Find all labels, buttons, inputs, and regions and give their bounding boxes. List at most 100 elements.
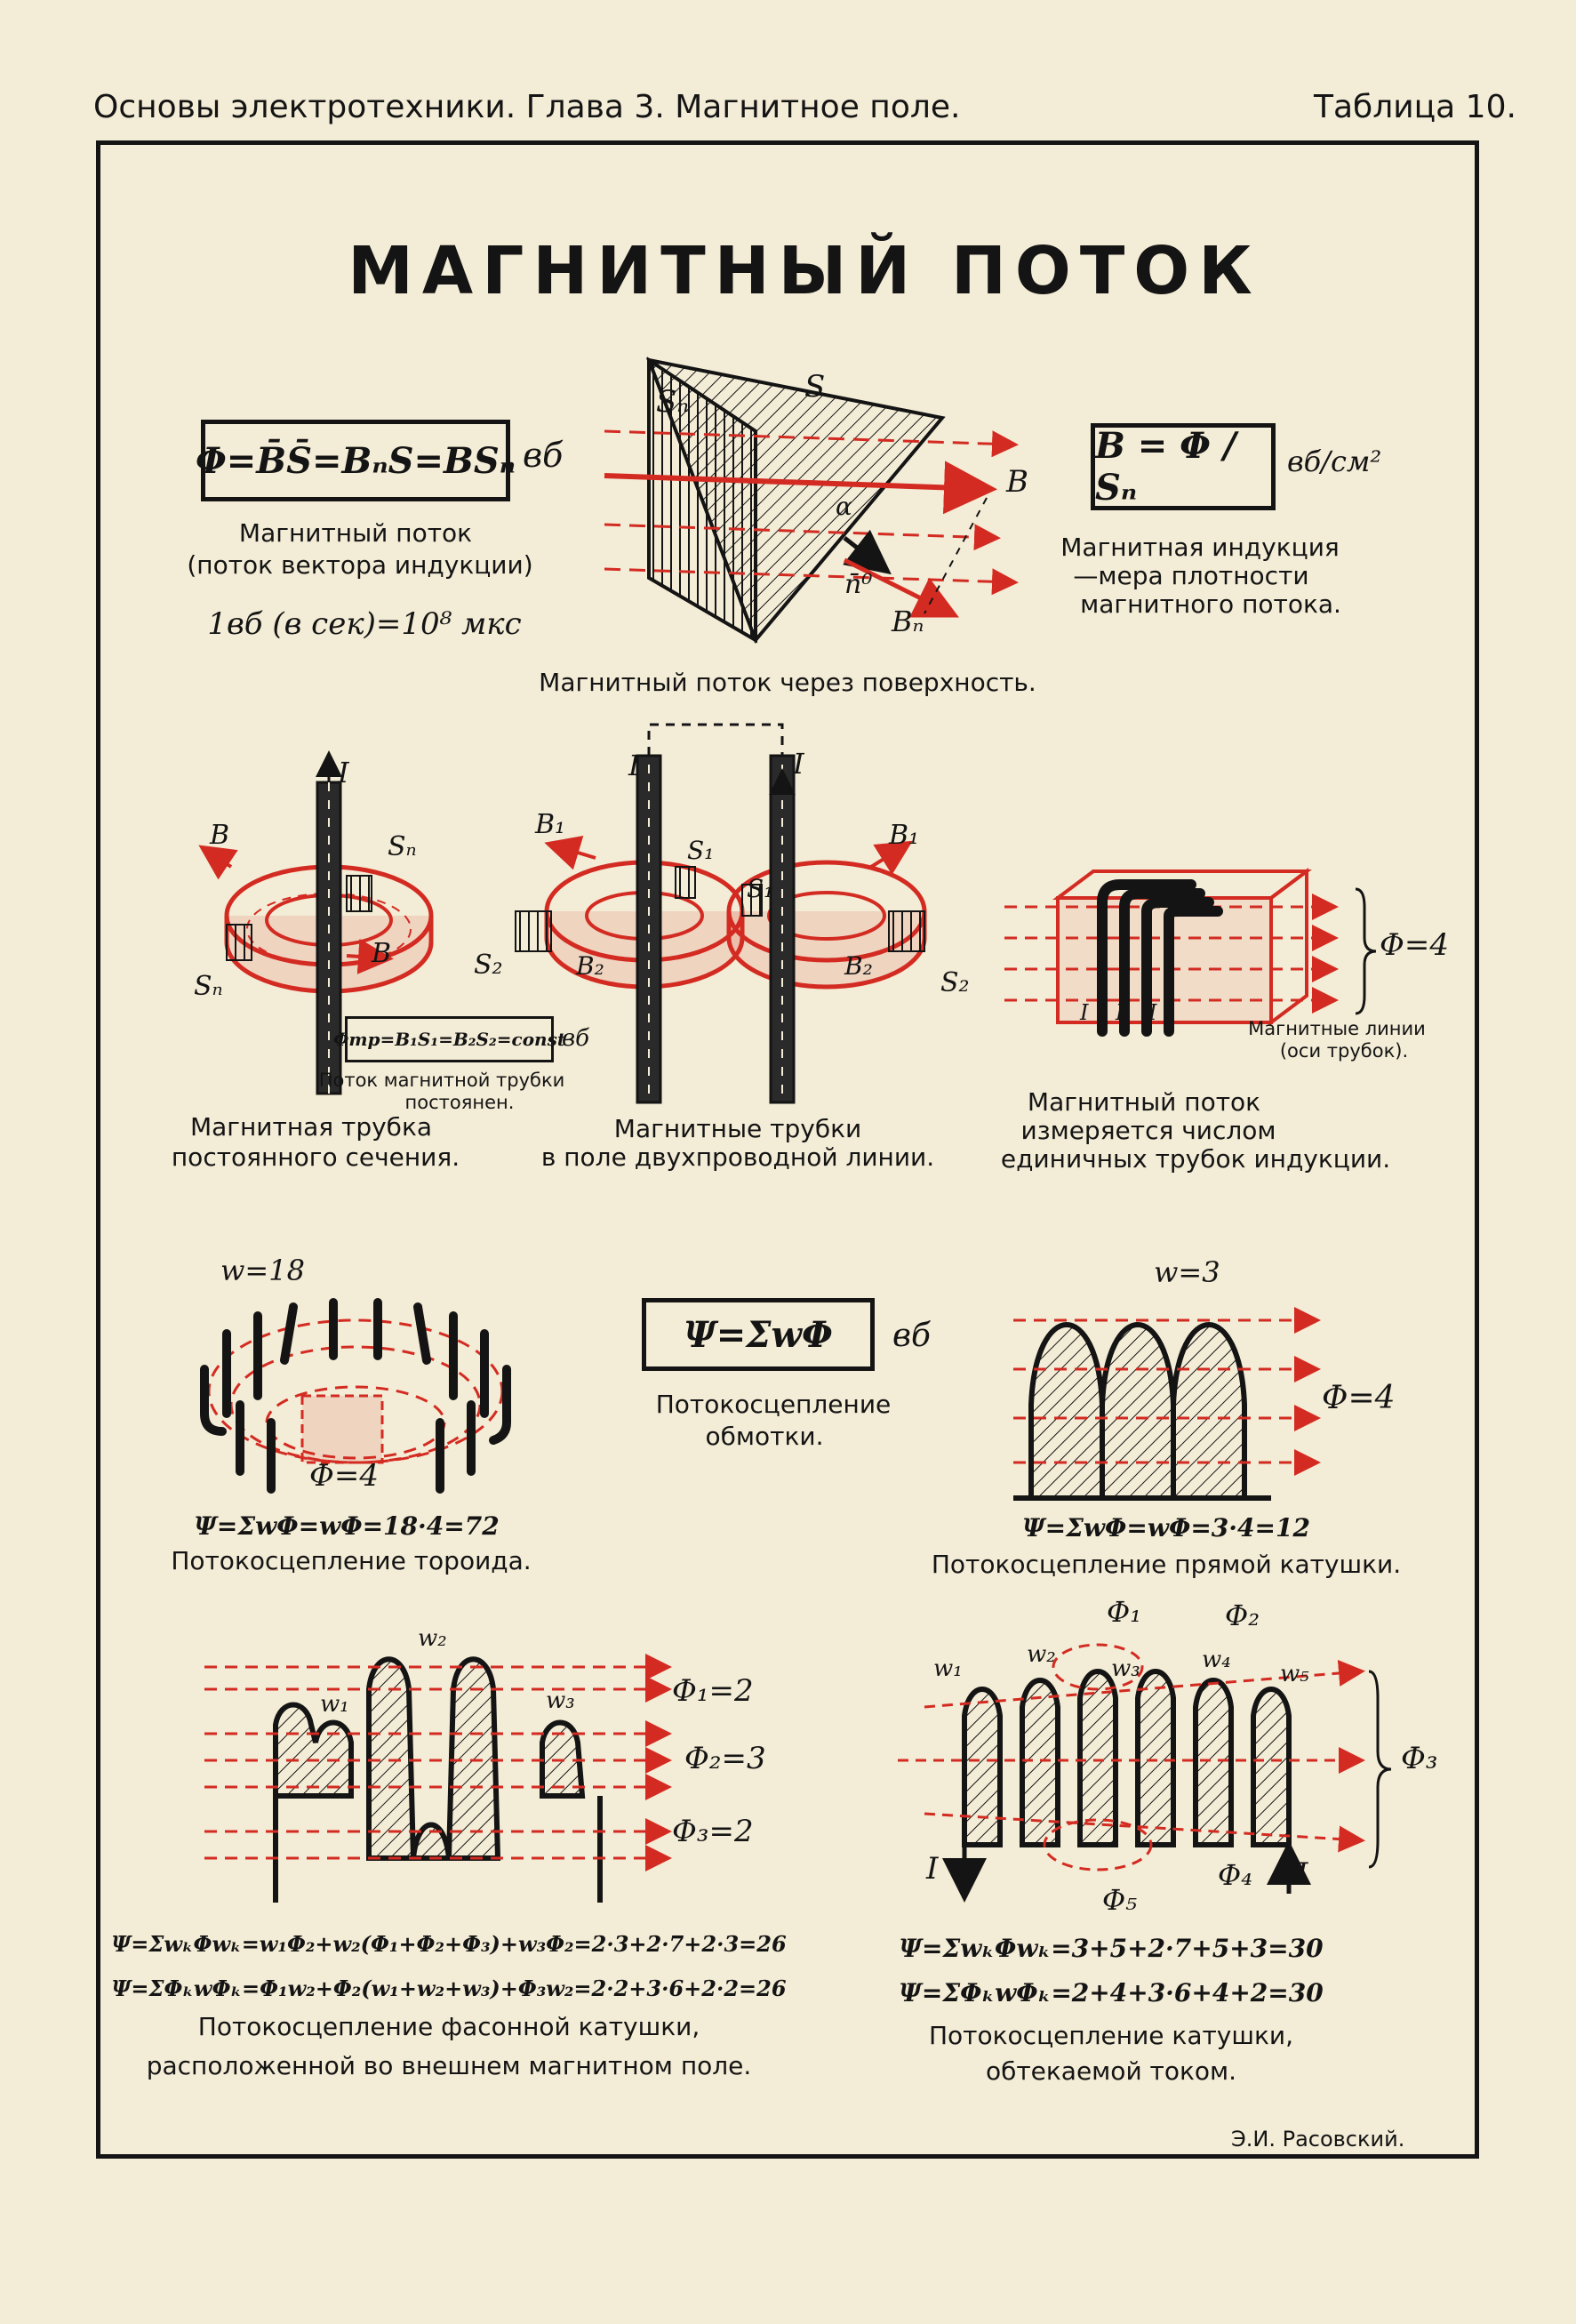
shaped-caption-1: Потокосцепление фасонной катушки, bbox=[197, 2012, 700, 2041]
shaped-formula-1: Ψ=ΣwₖΦwₖ=w₁Φ₂+w₂(Φ₁+Φ₂+Φ₃)+w₃Φ₂=2·3+2·7+… bbox=[111, 1931, 787, 1957]
tube-label-sn-top: Sₙ bbox=[388, 831, 417, 862]
unittubes-caption-2: измеряется числом bbox=[1020, 1116, 1276, 1145]
twowire-label-b2-left: B₂ bbox=[576, 951, 604, 981]
unittubes-caption-3: единичных трубок индукции. bbox=[1000, 1144, 1391, 1174]
surface-label-alpha: α bbox=[836, 492, 852, 521]
unittubes-label-i-2: I bbox=[1116, 1000, 1124, 1025]
induction-unit: вб/см² bbox=[1287, 445, 1382, 478]
current-formula-2: Ψ=ΣΦₖwΦₖ=2+4+3·6+4+2=30 bbox=[899, 1978, 1324, 2007]
twowire-label-i-left: I bbox=[628, 749, 640, 782]
current-figure bbox=[898, 1643, 1392, 1903]
tube-figure bbox=[198, 750, 434, 1095]
flux-caption-1: Магнитный поток bbox=[238, 518, 473, 548]
author-signature: Э.И. Расовский. bbox=[1231, 2127, 1405, 2152]
tube-label-i: I bbox=[338, 756, 349, 789]
twowire-caption-1: Магнитные трубки bbox=[613, 1114, 862, 1143]
current-label-phi5: Φ₅ bbox=[1102, 1883, 1138, 1917]
shaped-label-w3: w₃ bbox=[546, 1687, 575, 1714]
current-label-phi2: Φ₂ bbox=[1225, 1599, 1260, 1632]
shaped-label-phi2: Φ₂=3 bbox=[684, 1741, 766, 1776]
linkage-formula: Ψ=ΣwΦ bbox=[684, 1313, 833, 1356]
shaped-caption-2: расположенной во внешнем магнитном поле. bbox=[146, 2051, 752, 2080]
current-label-w5: w₅ bbox=[1280, 1661, 1309, 1687]
flux-relation: 1вб (в сек)=10⁸ мкс bbox=[207, 606, 522, 642]
linkage-caption-1: Потокосцепление bbox=[655, 1390, 892, 1419]
straight-label-phi: Φ=4 bbox=[1322, 1380, 1396, 1416]
current-label-i-right: I bbox=[1296, 1856, 1308, 1892]
twowire-label-b1-right: B₁ bbox=[889, 820, 920, 851]
toroid-label-w: w=18 bbox=[220, 1254, 305, 1287]
straight-figure bbox=[1013, 1307, 1321, 1501]
surface-label-n0: n̄⁰ bbox=[844, 569, 873, 600]
unittubes-caption-1: Магнитный поток bbox=[1027, 1087, 1261, 1117]
toroid-formula: Ψ=ΣwΦ=wΦ=18·4=72 bbox=[194, 1511, 500, 1541]
unittubes-label-i-1: I bbox=[1080, 1000, 1089, 1025]
current-label-phi1: Φ₁ bbox=[1107, 1595, 1142, 1629]
unittubes-note-1: Магнитные линии bbox=[1248, 1018, 1426, 1039]
surface-label-b: B bbox=[1006, 464, 1028, 500]
flux-formula-box: Φ=B̄S̄=BₙS=BSₙ bbox=[196, 420, 516, 501]
current-label-phi4: Φ₄ bbox=[1218, 1858, 1253, 1892]
current-label-w2: w₂ bbox=[1027, 1641, 1056, 1668]
linkage-formula-box: Ψ=ΣwΦ bbox=[642, 1298, 875, 1371]
toroid-caption: Потокосцепление тороида. bbox=[171, 1546, 532, 1575]
shaped-label-w2: w₂ bbox=[418, 1625, 447, 1652]
surface-figure bbox=[604, 357, 1019, 644]
tube-formula-box: Φтр=B₁S₁=B₂S₂=const bbox=[333, 1016, 565, 1062]
page-title: МАГНИТНЫЙ ПОТОК bbox=[348, 233, 1261, 309]
induction-caption-1: Магнитная индукция bbox=[1060, 533, 1340, 562]
flux-unit: вб bbox=[523, 436, 564, 475]
current-caption-2: обтекаемой током. bbox=[985, 2056, 1237, 2086]
toroid-label-phi: Φ=4 bbox=[309, 1458, 379, 1494]
current-label-w4: w₄ bbox=[1202, 1647, 1231, 1673]
shaped-formula-2: Ψ=ΣΦₖwΦₖ=Φ₁w₂+Φ₂(w₁+w₂+w₃)+Φ₃w₂=2·2+3·6+… bbox=[111, 1975, 787, 2001]
tube-note-1: Поток магнитной трубки bbox=[318, 1070, 565, 1091]
induction-caption-2: —мера плотности bbox=[1073, 561, 1309, 590]
tube-caption-1: Магнитная трубка bbox=[189, 1112, 433, 1142]
tube-note-2: постоянен. bbox=[404, 1092, 515, 1113]
induction-formula-box: B = Φ / Sₙ bbox=[1091, 423, 1276, 510]
twowire-label-s1-right: S₁ bbox=[747, 874, 774, 903]
header-right: Таблица 10. bbox=[1314, 89, 1516, 125]
header-left: Основы электротехники. Глава 3. Магнитно… bbox=[93, 89, 961, 125]
twowire-label-b1-left: B₁ bbox=[535, 809, 566, 840]
shaped-label-phi1: Φ₁=2 bbox=[672, 1673, 754, 1709]
current-formula-1: Ψ=ΣwₖΦwₖ=3+5+2·7+5+3=30 bbox=[899, 1934, 1324, 1963]
tube-caption-2: постоянного сечения. bbox=[171, 1142, 460, 1172]
induction-formula: B = Φ / Sₙ bbox=[1095, 425, 1236, 509]
twowire-label-s2-right: S₂ bbox=[940, 967, 970, 998]
current-caption-1: Потокосцепление катушки, bbox=[929, 2021, 1293, 2050]
straight-formula: Ψ=ΣwΦ=wΦ=3·4=12 bbox=[1022, 1513, 1310, 1543]
current-label-i-left: I bbox=[926, 1851, 939, 1887]
tube-formula: Φтр=B₁S₁=B₂S₂=const bbox=[332, 1029, 566, 1050]
straight-label-w: w=3 bbox=[1154, 1255, 1220, 1289]
flux-caption-2: (поток вектора индукции) bbox=[187, 550, 533, 580]
shaped-label-w1: w₁ bbox=[320, 1691, 349, 1718]
tube-label-b-lower: B bbox=[372, 938, 392, 969]
shaped-figure bbox=[204, 1654, 672, 1903]
surface-label-bn: Bₙ bbox=[892, 605, 924, 638]
surface-label-sn: Sₙ bbox=[656, 384, 690, 420]
linkage-unit: вб bbox=[892, 1318, 931, 1354]
straight-caption: Потокосцепление прямой катушки. bbox=[931, 1550, 1402, 1579]
twowire-label-s1-left: S₁ bbox=[687, 836, 715, 865]
current-label-phi3: Φ₃ bbox=[1401, 1741, 1438, 1776]
linkage-caption-2: обмотки. bbox=[705, 1422, 824, 1451]
twowire-figure bbox=[515, 723, 927, 1104]
surface-caption: Магнитный поток через поверхность. bbox=[539, 668, 1036, 697]
tube-label-b: B bbox=[210, 820, 230, 851]
shaped-label-phi3: Φ₃=2 bbox=[672, 1814, 754, 1849]
twowire-caption-2: в поле двухпроводной линии. bbox=[540, 1142, 935, 1172]
unittubes-label-i-3: I bbox=[1148, 1000, 1157, 1025]
current-label-w1: w₁ bbox=[933, 1655, 963, 1682]
twowire-label-i-right: I bbox=[793, 747, 804, 781]
flux-formula: Φ=B̄S̄=BₙS=BSₙ bbox=[195, 439, 516, 482]
unittubes-label-phi: Φ=4 bbox=[1380, 927, 1449, 963]
current-label-w3: w₃ bbox=[1111, 1655, 1140, 1682]
tube-unit: вб bbox=[562, 1025, 590, 1052]
table-frame bbox=[96, 140, 1479, 2159]
unittubes-figure bbox=[1004, 868, 1377, 1037]
unittubes-note-2: (оси трубок). bbox=[1279, 1040, 1409, 1062]
twowire-label-s2-left: S₂ bbox=[474, 950, 503, 981]
twowire-label-b2-right: B₂ bbox=[844, 951, 873, 981]
